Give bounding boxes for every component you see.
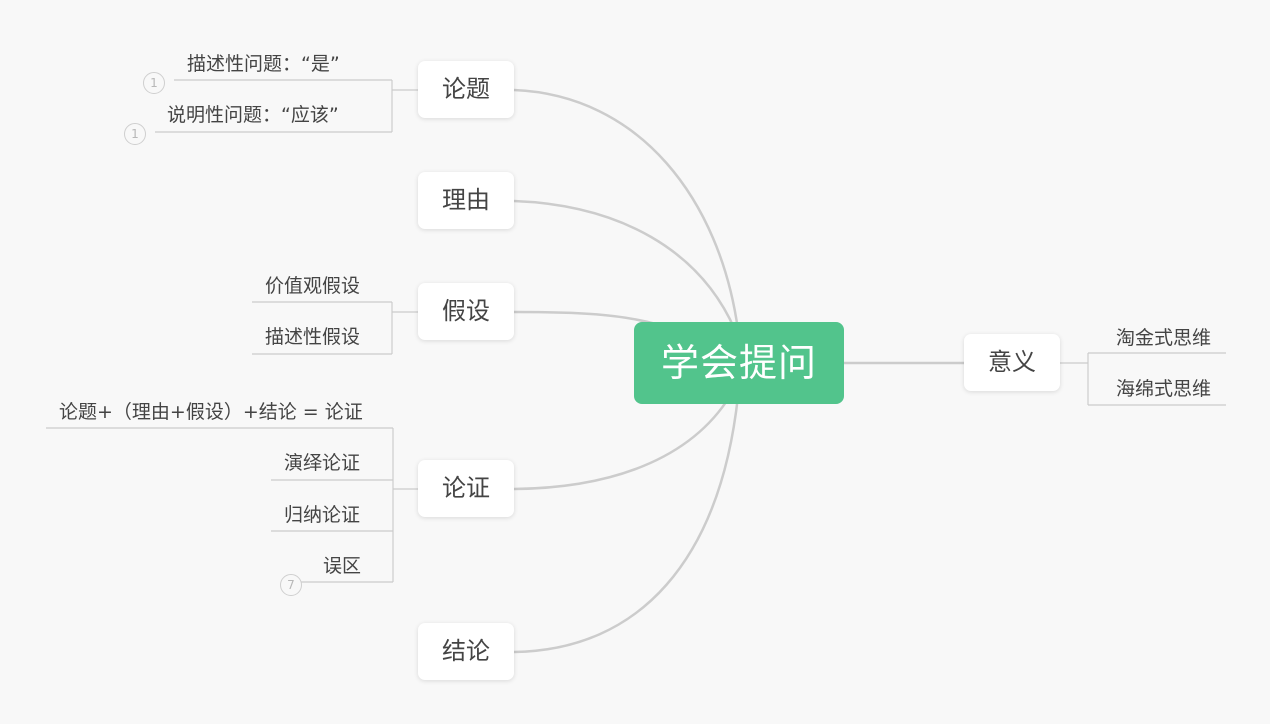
note-count-badge[interactable]: 1 xyxy=(124,123,146,145)
link-root-liyou xyxy=(513,199,737,331)
root-topic[interactable]: 学会提问 xyxy=(634,322,844,404)
topic-jiashe[interactable]: 假设 xyxy=(418,283,514,340)
note-count-badge[interactable]: 1 xyxy=(143,72,165,94)
link-root-lunti xyxy=(513,88,740,331)
subtopic-sponge-thinking[interactable]: 海绵式思维 xyxy=(1116,378,1212,400)
topic-liyou[interactable]: 理由 xyxy=(418,172,514,229)
subtopic-fallacies[interactable]: 误区 xyxy=(323,555,362,577)
note-count-badge[interactable]: 7 xyxy=(280,574,302,596)
subtopic-descriptive-question[interactable]: 描述性问题：“是” xyxy=(187,53,340,75)
link-root-jielun xyxy=(513,395,740,654)
link-root-jiashe xyxy=(513,310,661,327)
subtopic-inductive-argument[interactable]: 归纳论证 xyxy=(284,504,361,526)
subtopic-deductive-argument[interactable]: 演绎论证 xyxy=(284,452,361,474)
subtopic-argument-formula[interactable]: 论题+（理由+假设）+结论 = 论证 xyxy=(59,401,363,423)
link-root-lunzheng xyxy=(513,395,732,491)
subtopic-value-assumption[interactable]: 价值观假设 xyxy=(265,275,361,297)
subtopic-descriptive-assumption[interactable]: 描述性假设 xyxy=(265,326,361,348)
topic-jielun[interactable]: 结论 xyxy=(418,623,514,680)
topic-yiyi[interactable]: 意义 xyxy=(964,334,1060,391)
subtopic-panning-thinking[interactable]: 淘金式思维 xyxy=(1116,327,1212,349)
subtopic-prescriptive-question[interactable]: 说明性问题：“应该” xyxy=(167,104,339,126)
topic-lunti[interactable]: 论题 xyxy=(418,61,514,118)
topic-lunzheng[interactable]: 论证 xyxy=(418,460,514,517)
